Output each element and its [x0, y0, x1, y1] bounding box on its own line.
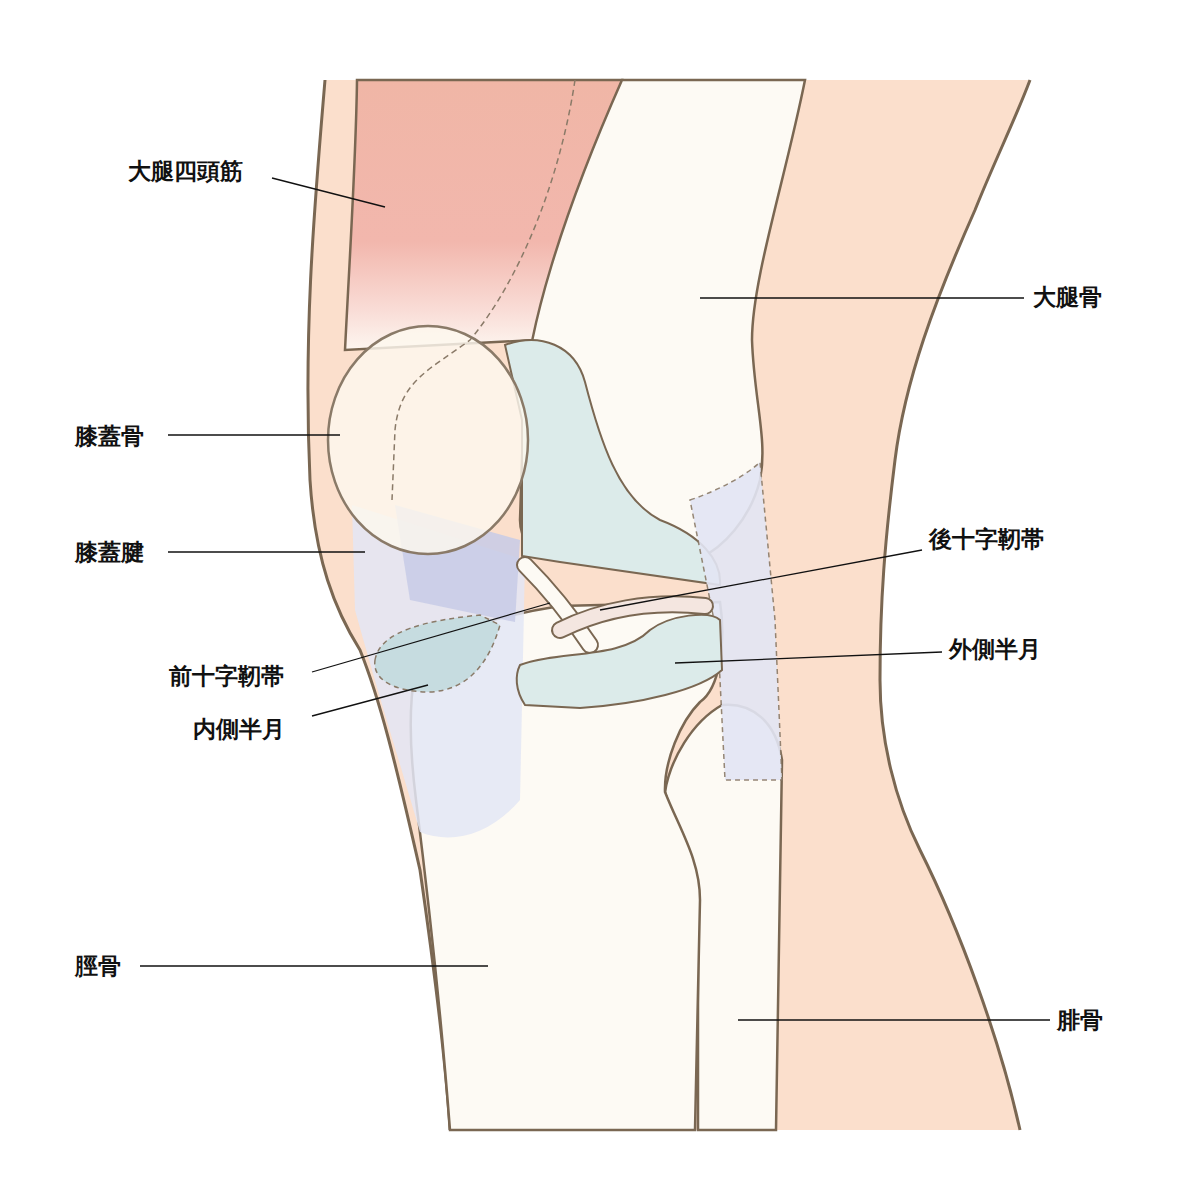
patella-bone: [328, 326, 528, 554]
leg-skin: [308, 80, 1030, 1130]
leader-line: [675, 652, 942, 663]
part-label: 腓骨: [1054, 1006, 1106, 1036]
leader-line: [168, 434, 340, 435]
part-label: 後十字靭帯: [926, 525, 1047, 555]
leader-line: [312, 603, 550, 672]
part-label: 大腿四頭筋: [125, 157, 246, 187]
part-label: 外側半月: [946, 635, 1044, 665]
medial-ligament-area: [352, 505, 525, 837]
quadriceps-tendon-dash: [392, 80, 575, 500]
part-label: 前十字靭帯: [166, 662, 287, 692]
leader-line: [738, 1019, 1050, 1020]
leader-line: [140, 965, 488, 966]
leader-lines: [140, 178, 1050, 1020]
leg-outline-right: [880, 80, 1030, 1130]
leader-line: [168, 551, 365, 552]
part-label: 膝蓋腱: [72, 538, 147, 568]
part-label: 脛骨: [72, 952, 124, 982]
part-label: 大腿骨: [1030, 283, 1105, 313]
medial-meniscus: [375, 615, 500, 692]
lateral-meniscus: [517, 615, 722, 708]
leader-line: [700, 297, 1024, 298]
leader-line: [312, 685, 428, 716]
leader-line: [272, 178, 385, 207]
femur-cartilage: [505, 340, 720, 585]
part-label: 内側半月: [190, 715, 288, 745]
part-label: 膝蓋骨: [72, 422, 147, 452]
leader-line: [600, 550, 922, 610]
